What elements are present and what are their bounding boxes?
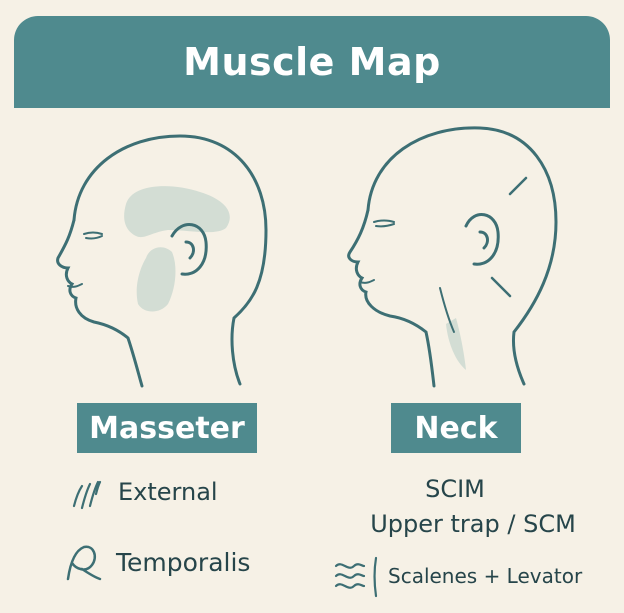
external-label: External <box>118 478 218 506</box>
left-ear <box>170 223 208 276</box>
right-ear <box>464 213 500 266</box>
right-head-figure <box>347 126 558 388</box>
page-title: Muscle Map <box>183 40 441 84</box>
left-mouth <box>67 283 83 288</box>
list-item-scalenes: Scalenes + Levator <box>332 554 582 598</box>
title-banner: Muscle Map <box>14 16 610 108</box>
neck-highlight <box>446 318 466 370</box>
scalenes-label: Scalenes + Levator <box>388 564 583 588</box>
masseter-label-box: Masseter <box>77 403 257 453</box>
left-head-outline <box>72 134 268 386</box>
masseter-highlight <box>136 247 176 312</box>
right-head-outline <box>366 126 558 386</box>
wave-lines-icon <box>334 556 378 598</box>
occipital-marks <box>490 176 528 298</box>
left-face-profile <box>56 218 144 388</box>
temporalis-label: Temporalis <box>116 547 251 577</box>
left-head-figure <box>56 134 268 388</box>
right-mouth <box>359 279 375 284</box>
scim-text: SCIM <box>425 475 485 503</box>
neck-label-box: Neck <box>391 403 521 453</box>
temporalis-highlight <box>124 186 230 238</box>
list-item-temporalis: Temporalis <box>60 539 250 585</box>
upper-trap-text: Upper trap / SCM <box>370 510 576 538</box>
list-item-external: External <box>66 472 218 512</box>
right-eye <box>373 219 395 228</box>
muscle-fiber-icon <box>72 480 102 510</box>
scm-line <box>439 287 455 333</box>
right-face-profile <box>347 208 436 388</box>
masseter-label: Masseter <box>89 410 245 446</box>
loop-muscle-icon <box>66 545 102 581</box>
neck-label: Neck <box>414 410 498 446</box>
left-eye <box>83 231 103 240</box>
